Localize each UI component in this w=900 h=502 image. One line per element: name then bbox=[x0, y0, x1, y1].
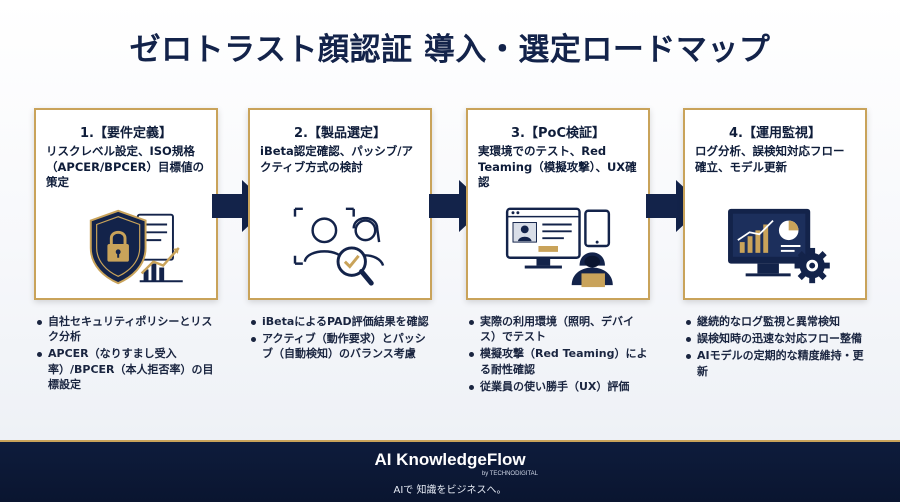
list-item: 継続的なログ監視と異常検知 bbox=[683, 314, 867, 329]
step-1-bullets: 自社セキュリティポリシーとリスク分析 APCER（なりすまし受入率）/BPCER… bbox=[34, 314, 218, 394]
brand-byline: by TECHNODIGITAL bbox=[481, 471, 538, 477]
step-4-heading: 4.【運用監視】 bbox=[729, 126, 821, 141]
step-1-heading: 1.【要件定義】 bbox=[80, 126, 172, 141]
step-card-2: 2.【製品選定】 iBeta認定確認、パッシブ/アクティブ方式の検討 bbox=[248, 108, 432, 300]
security-shield-lock-icon bbox=[89, 209, 183, 285]
step-card-3: 3.【PoC検証】 実環境でのテスト、Red Teaming（模擬攻撃）、UX確… bbox=[466, 108, 650, 300]
page-title: ゼロトラスト顔認証 導入・選定ロードマップ bbox=[129, 32, 771, 68]
step-3-description: 実環境でのテスト、Red Teaming（模擬攻撃）、UX確認 bbox=[478, 144, 637, 190]
list-item: iBetaによるPAD評価結果を確認 bbox=[248, 314, 432, 329]
poc-testing-hacker-icon bbox=[505, 207, 613, 288]
list-item: 模擬攻撃（Red Teaming）による耐性確認 bbox=[466, 346, 650, 376]
list-item: アクティブ（動作要求）とパッシブ（自動検知）のバランス考慮 bbox=[248, 331, 432, 361]
step-2-description: iBeta認定確認、パッシブ/アクティブ方式の検討 bbox=[260, 144, 413, 174]
step-3-bullets: 実際の利用環境（照明、デバイス）でテスト 模擬攻撃（Red Teaming）によ… bbox=[466, 314, 650, 396]
list-item: APCER（なりすまし受入率）/BPCER（本人拒否率）の目標設定 bbox=[34, 346, 218, 392]
step-3-heading: 3.【PoC検証】 bbox=[511, 126, 605, 141]
monitoring-dashboard-gear-icon bbox=[728, 208, 830, 284]
step-card-1: 1.【要件定義】 リスクレベル設定、ISO規格（APCER/BPCER）目標値の… bbox=[34, 108, 218, 300]
step-card-4: 4.【運用監視】 ログ分析、誤検知対応フロー確立、モデル更新 bbox=[683, 108, 867, 300]
brand-logo: AI KnowledgeFlow bbox=[374, 450, 526, 469]
step-1-description: リスクレベル設定、ISO規格（APCER/BPCER）目標値の策定 bbox=[46, 144, 205, 190]
brand-tagline: AIで 知識をビジネスへ。 bbox=[393, 485, 507, 496]
list-item: 従業員の使い勝手（UX）評価 bbox=[466, 379, 650, 394]
face-scan-magnifier-icon bbox=[293, 207, 385, 286]
list-item: 自社セキュリティポリシーとリスク分析 bbox=[34, 314, 218, 344]
step-2-heading: 2.【製品選定】 bbox=[294, 126, 386, 141]
footer-bar: AI KnowledgeFlow by TECHNODIGITAL AIで 知識… bbox=[0, 440, 900, 502]
list-item: AIモデルの定期的な精度維持・更新 bbox=[683, 348, 867, 378]
list-item: 実際の利用環境（照明、デバイス）でテスト bbox=[466, 314, 650, 344]
list-item: 誤検知時の迅速な対応フロー整備 bbox=[683, 331, 867, 346]
step-2-bullets: iBetaによるPAD評価結果を確認 アクティブ（動作要求）とパッシブ（自動検知… bbox=[248, 314, 432, 364]
step-4-description: ログ分析、誤検知対応フロー確立、モデル更新 bbox=[695, 144, 845, 174]
step-4-bullets: 継続的なログ監視と異常検知 誤検知時の迅速な対応フロー整備 AIモデルの定期的な… bbox=[683, 314, 867, 381]
